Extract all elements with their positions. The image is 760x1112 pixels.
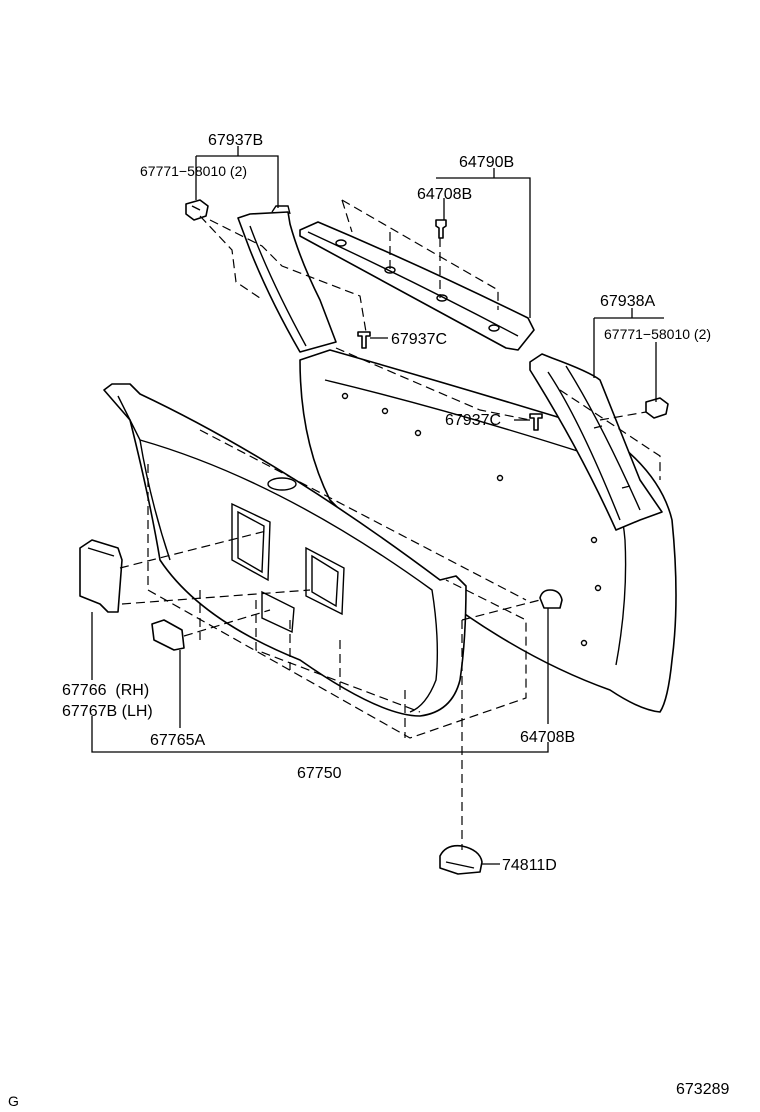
- diagram-number: 673289: [676, 1081, 729, 1098]
- cushion-74811D: [439, 844, 483, 875]
- clip-67937C-top: [357, 331, 371, 349]
- label-67771-right: 67771−58010 (2): [604, 326, 711, 342]
- upper-right-trim-67938A: [529, 353, 663, 531]
- label-74811D: 74811D: [502, 857, 557, 874]
- hole-cover-67765A: [151, 619, 185, 651]
- grommet-64708B-bottom: [539, 589, 563, 609]
- clip-67771-right: [645, 397, 669, 419]
- stop-lamp-cover-64790B: [299, 221, 535, 351]
- label-64790B: 64790B: [459, 154, 514, 171]
- label-67771-left: 67771−58010 (2): [140, 163, 247, 179]
- alignment-lines: [119, 199, 661, 850]
- leader-lines: [91, 146, 664, 865]
- label-67765A: 67765A: [150, 732, 205, 749]
- part-labels: 67937B 67771−58010 (2) 64790B 64708B 679…: [8, 132, 729, 1109]
- clip-64708B-top: [435, 219, 447, 239]
- label-64708B-bottom: 64708B: [520, 729, 575, 746]
- label-67750: 67750: [297, 765, 342, 782]
- label-67766: 67766 (RH): [62, 682, 149, 699]
- lower-trim-board-67750: [103, 383, 467, 717]
- label-67937B: 67937B: [208, 132, 263, 149]
- label-67938A: 67938A: [600, 293, 655, 310]
- label-67937C-mid: 67937C: [445, 412, 501, 429]
- label-67937C-top: 67937C: [391, 331, 447, 348]
- corner-g: G: [8, 1093, 19, 1109]
- clip-67937C-mid: [529, 413, 543, 431]
- clip-67771-left: [185, 199, 209, 221]
- cover-67766: [79, 539, 123, 613]
- label-64708B-top: 64708B: [417, 186, 472, 203]
- label-67767B: 67767B (LH): [62, 703, 153, 720]
